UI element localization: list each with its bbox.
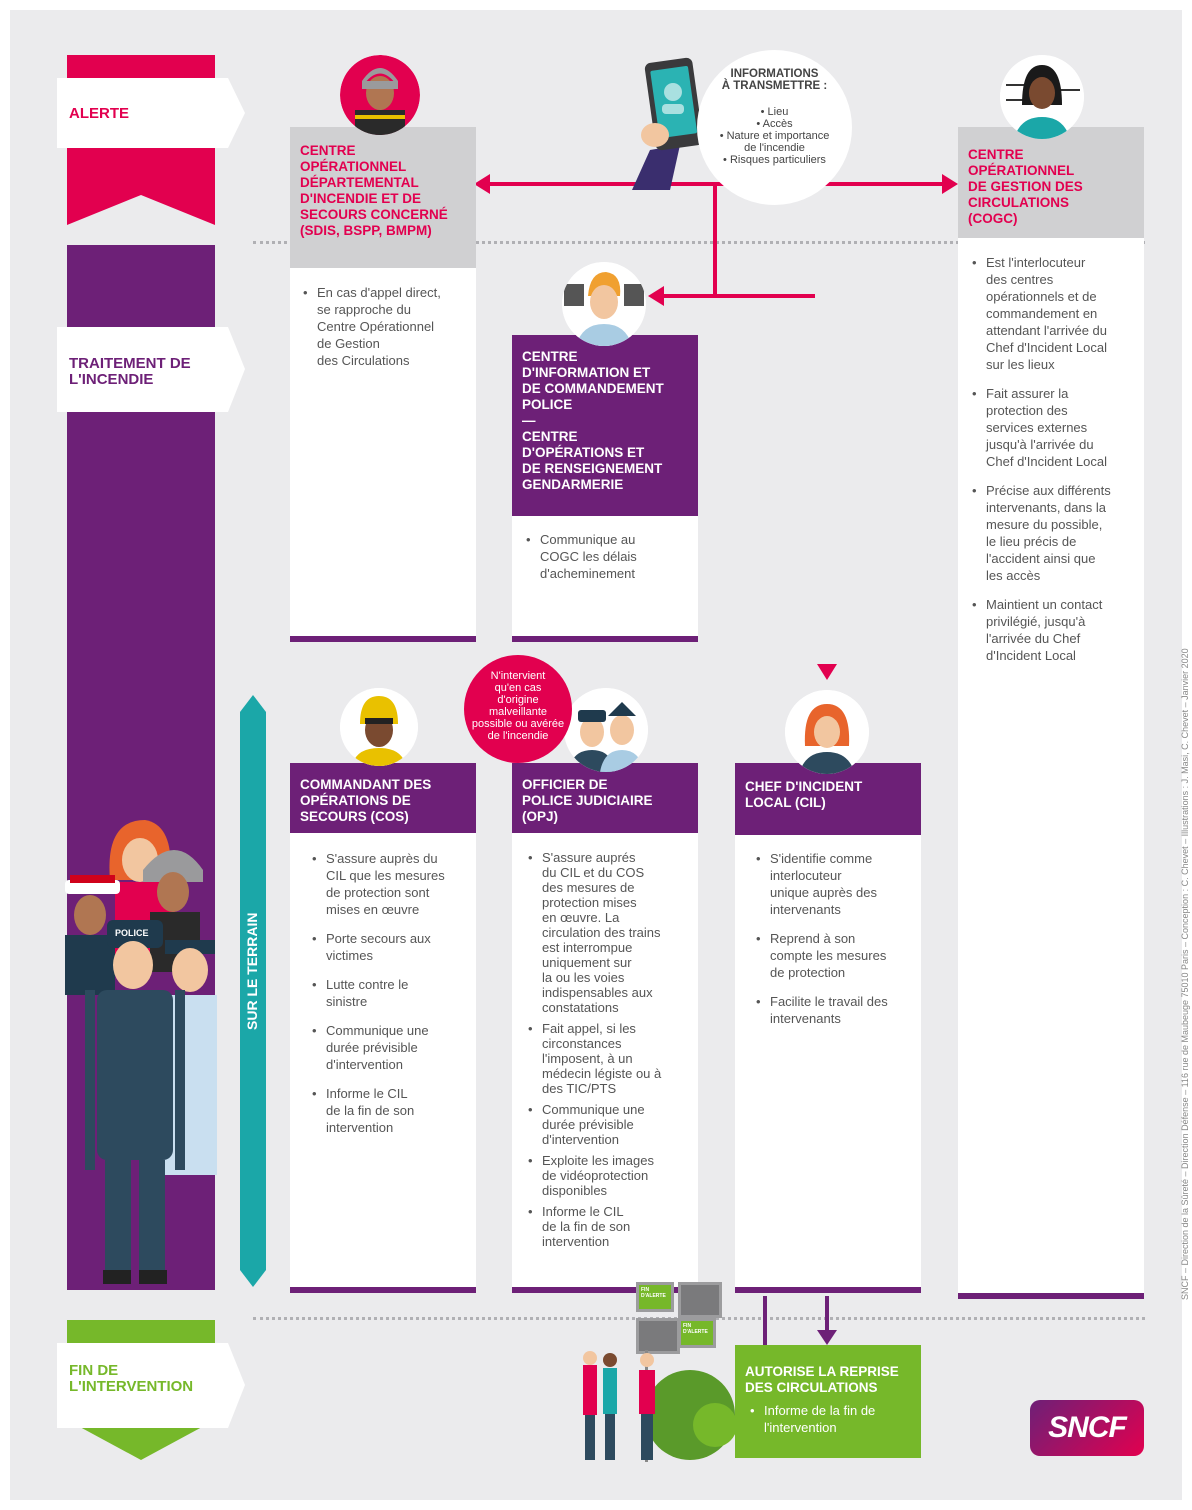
firefighter-icon	[340, 55, 420, 135]
codis-list: En cas d'appel direct, se rapproche du C…	[301, 284, 471, 381]
firefighter-yellow-icon	[340, 688, 418, 766]
list-item: Fait appel, si les circonstances l'impos…	[526, 1021, 686, 1096]
phone-illustration	[632, 57, 704, 190]
info-bubble-items: • Lieu • Accès • Nature et importance de…	[697, 106, 852, 166]
info-item: • Accès	[756, 118, 793, 130]
operator-avatar	[1000, 55, 1084, 139]
list-item: Informe le CIL de la fin de son interven…	[526, 1204, 686, 1249]
terrain-bar	[240, 695, 266, 1287]
credit-text: SNCF – Direction de la Sûreté – Directio…	[1180, 648, 1190, 1300]
firefighter-avatar	[340, 55, 420, 135]
list-item: Communique au COGC les délais d'achemine…	[524, 531, 694, 582]
list-item: Exploite les images de vidéoprotection d…	[526, 1153, 686, 1198]
fin-alerte-sign: FIN D'ALERTE	[636, 1282, 674, 1312]
phase-alerte-label: ALERTE	[69, 105, 129, 122]
cil-list: S'identifie comme interlocuteur unique a…	[754, 850, 916, 1039]
police-cap-label: POLICE	[115, 928, 149, 938]
responders-group-illustration	[65, 820, 217, 1284]
list-item: Porte secours aux victimes	[310, 930, 470, 964]
list-item: Facilite le travail des intervenants	[754, 993, 916, 1027]
info-bubble-title: INFORMATIONS À TRANSMETTRE :	[721, 68, 828, 92]
cogc-title: CENTRE OPÉRATIONNEL DE GESTION DES CIRCU…	[958, 127, 1144, 238]
cil-avatar	[785, 690, 869, 774]
separator-top	[253, 241, 1145, 244]
list-item: Communique une durée prévisible d'interv…	[526, 1102, 686, 1147]
fin-tab	[57, 1343, 245, 1428]
police-operator-avatar	[562, 262, 646, 346]
codis-title: CENTRE OPÉRATIONNEL DÉPARTEMENTAL D'INCE…	[290, 127, 476, 268]
list-item: Fait assurer la protection des services …	[970, 385, 1140, 470]
info-item: • Nature et importance de l'incendie	[719, 130, 830, 154]
end-scene-illustration	[583, 1350, 735, 1462]
alerte-tab	[57, 78, 245, 148]
cogc-list: Est l'interlocuteur des centres opératio…	[970, 254, 1140, 676]
traitement-tab	[57, 327, 245, 412]
list-item: Informe de la fin de l'intervention	[748, 1402, 916, 1436]
phase-traitement-label: TRAITEMENT DE L'INCENDIE	[69, 355, 191, 388]
sncf-logo: SNCF	[1030, 1400, 1144, 1456]
cic-title: CENTRE D'INFORMATION ET DE COMMANDEMENT …	[512, 335, 698, 516]
phase-fin-label: FIN DE L'INTERVENTION	[69, 1362, 194, 1395]
cos-title: COMMANDANT DES OPÉRATIONS DE SECOURS (CO…	[290, 763, 476, 833]
fin-alerte-sign: FIN D'ALERTE	[678, 1318, 716, 1348]
opj-badge-text: N'intervient qu'en cas d'origine malveil…	[471, 670, 565, 742]
list-item: Est l'interlocuteur des centres opératio…	[970, 254, 1140, 373]
list-item: Informe le CIL de la fin de son interven…	[310, 1085, 470, 1136]
list-item: Lutte contre le sinistre	[310, 976, 470, 1010]
opj-avatar	[564, 688, 648, 772]
list-item: S'assure auprès du CIL que les mesures d…	[310, 850, 470, 918]
cos-avatar	[340, 688, 418, 766]
list-item: Précise aux différents intervenants, dan…	[970, 482, 1140, 584]
list-item: En cas d'appel direct, se rapproche du C…	[301, 284, 471, 369]
list-item: Communique une durée prévisible d'interv…	[310, 1022, 470, 1073]
reprise-list: Informe de la fin de l'intervention	[748, 1402, 916, 1448]
list-item: S'identifie comme interlocuteur unique a…	[754, 850, 916, 918]
grey-sign	[678, 1282, 722, 1318]
info-item: • Lieu	[760, 106, 789, 118]
cil-title: CHEF D'INCIDENT LOCAL (CIL)	[735, 763, 921, 835]
list-item: S'assure auprés du CIL et du COS des mes…	[526, 850, 686, 1015]
opj-badge: N'intervient qu'en cas d'origine malveil…	[464, 655, 572, 763]
info-bubble: INFORMATIONS À TRANSMETTRE : • Lieu • Ac…	[697, 50, 852, 205]
info-item: • Risques particuliers	[723, 154, 826, 166]
reprise-title: AUTORISE LA REPRISE DES CIRCULATIONS	[745, 1364, 899, 1395]
police-duo-icon	[564, 688, 648, 772]
list-item: Maintient un contact privilégié, jusqu'à…	[970, 596, 1140, 664]
sncf-logo-text: SNCF	[1048, 1411, 1127, 1444]
opj-title: OFFICIER DE POLICE JUDICIAIRE (OPJ)	[512, 763, 698, 833]
list-item: Reprend à son compte les mesures de prot…	[754, 930, 916, 981]
cos-list: S'assure auprès du CIL que les mesures d…	[310, 850, 470, 1148]
operator-icon	[1000, 55, 1084, 139]
fin-alerte-sign-text: FIN D'ALERTE	[641, 1287, 666, 1299]
cic-list: Communique au COGC les délais d'achemine…	[524, 531, 694, 594]
fin-alerte-sign-text: FIN D'ALERTE	[683, 1323, 708, 1335]
grey-sign	[636, 1318, 680, 1354]
police-operator-icon	[562, 262, 646, 346]
woman-icon	[785, 690, 869, 774]
opj-list: S'assure auprés du CIL et du COS des mes…	[526, 850, 686, 1255]
